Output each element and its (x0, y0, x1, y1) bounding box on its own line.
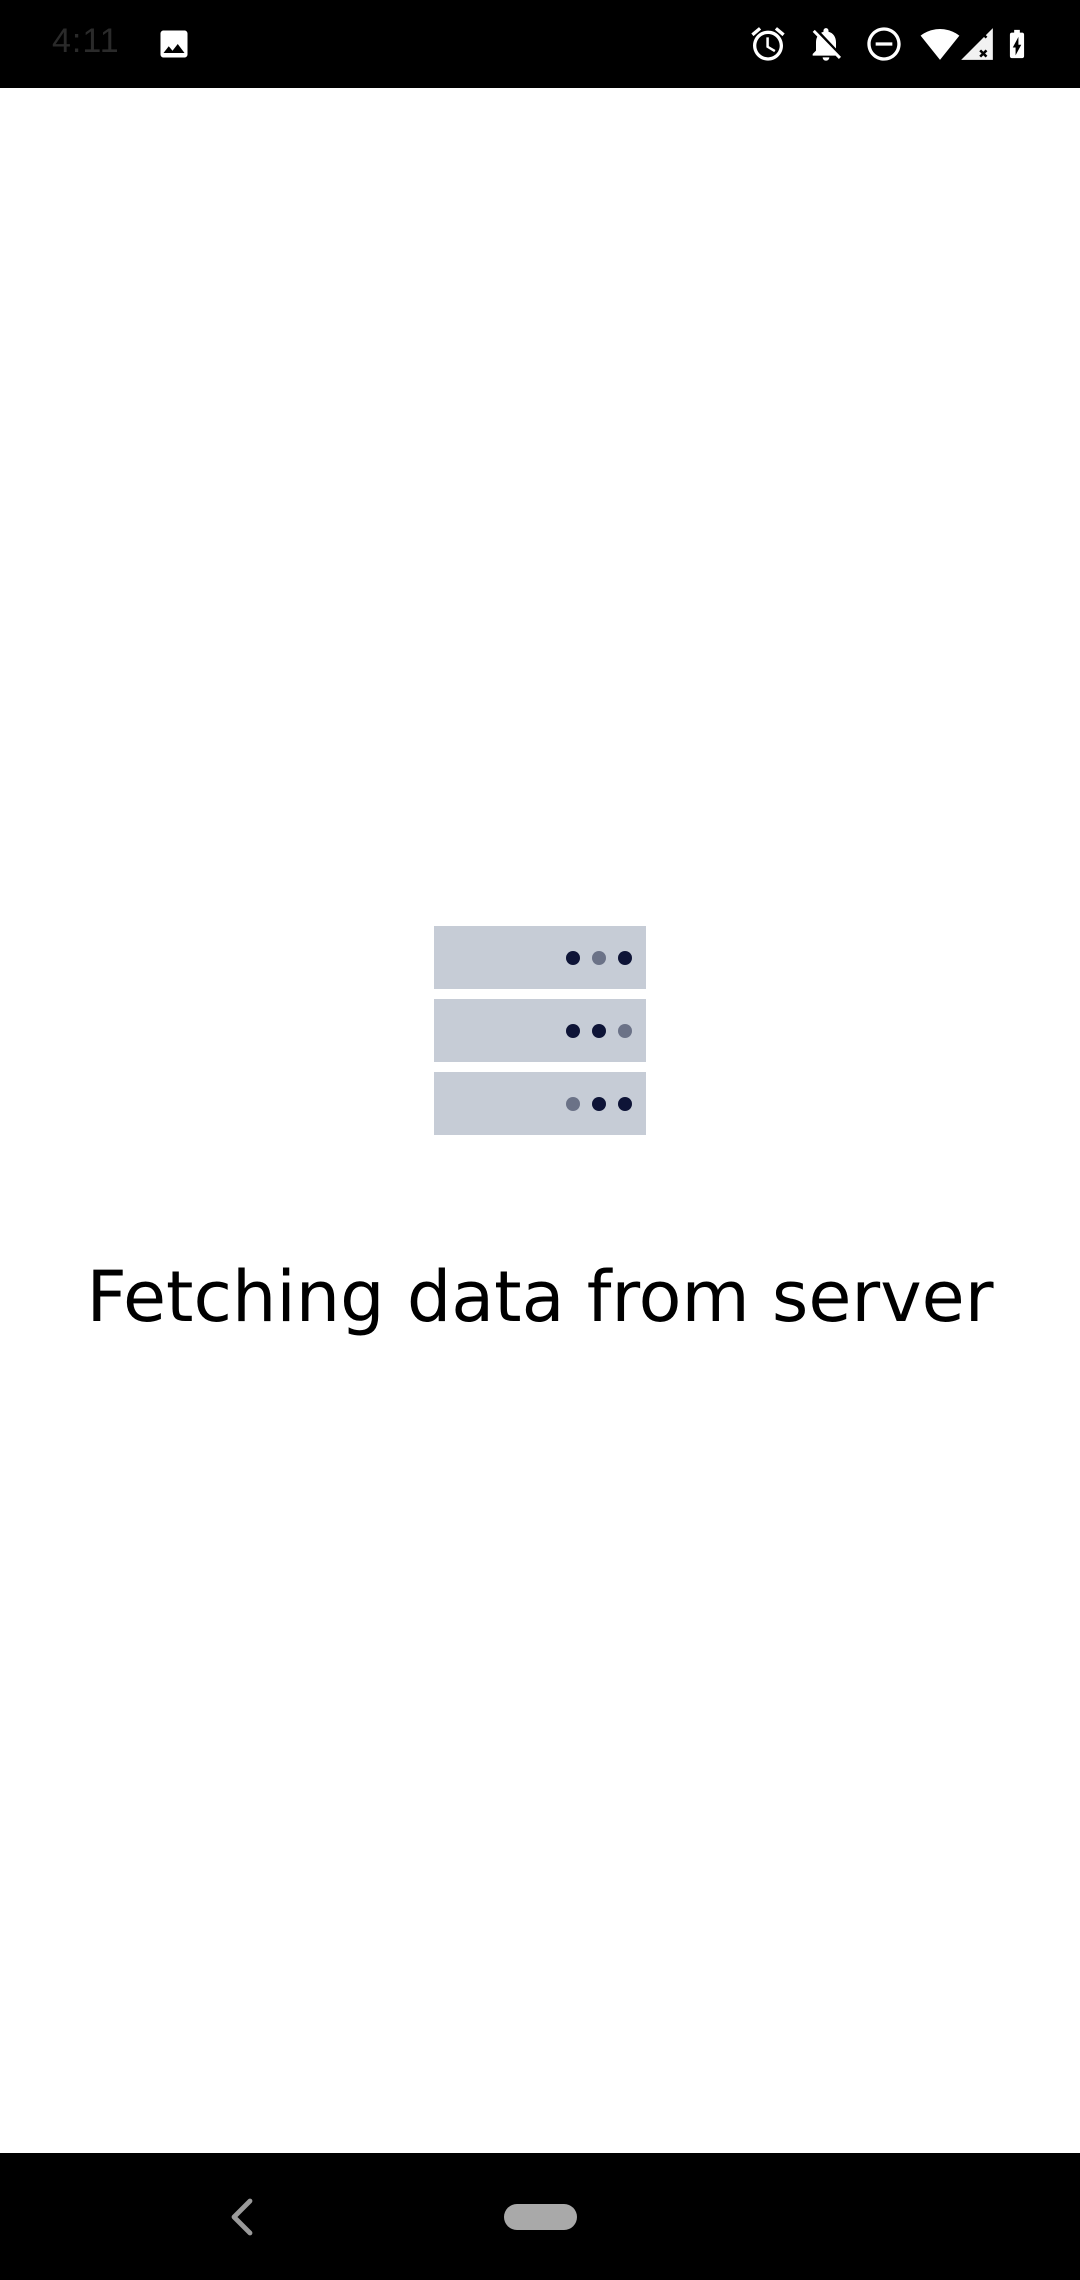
alarm-icon (748, 24, 788, 64)
server-led (566, 1024, 580, 1038)
do-not-disturb-icon (864, 24, 904, 64)
status-time: 4:11 (52, 22, 120, 60)
notifications-off-icon (806, 24, 846, 64)
server-led (618, 1024, 632, 1038)
server-unit-1 (434, 926, 646, 989)
server-unit-2 (434, 999, 646, 1062)
battery-charging-icon (1000, 24, 1034, 64)
server-led (618, 1097, 632, 1111)
loading-message: Fetching data from server (86, 1256, 994, 1338)
server-led (618, 951, 632, 965)
server-led (566, 1097, 580, 1111)
server-led (592, 1024, 606, 1038)
wifi-icon (918, 24, 962, 64)
back-icon[interactable] (222, 2193, 262, 2241)
home-pill[interactable] (504, 2204, 577, 2230)
server-unit-3 (434, 1072, 646, 1135)
server-led (566, 951, 580, 965)
server-led (592, 951, 606, 965)
server-led (592, 1097, 606, 1111)
signal-icon (958, 24, 996, 64)
server-rack-icon (434, 926, 646, 1138)
image-icon (156, 26, 192, 62)
status-bar: 4:11 (0, 0, 1080, 88)
navigation-bar (0, 2153, 1080, 2280)
